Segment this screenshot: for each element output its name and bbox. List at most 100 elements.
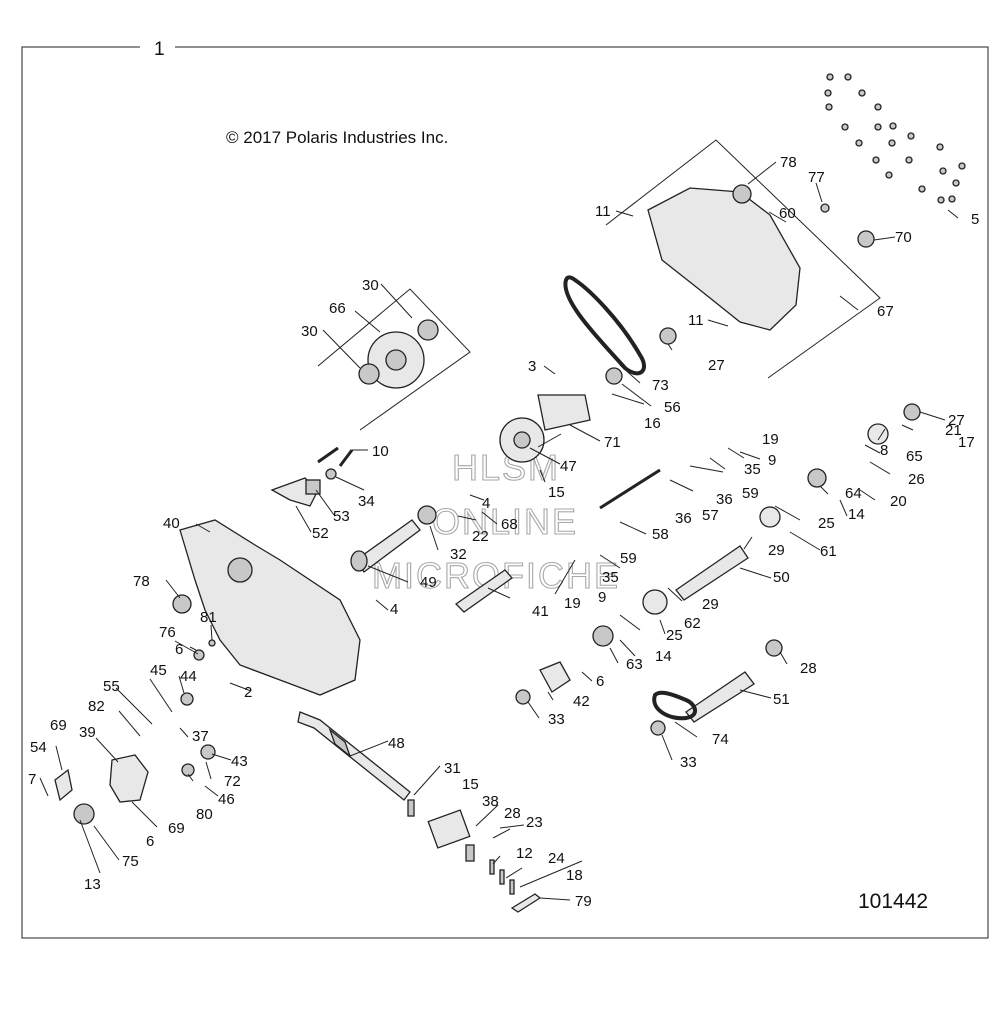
callout-38: 38 [482, 793, 499, 810]
group-outline-67 [605, 139, 881, 379]
callout-57: 57 [702, 507, 719, 524]
callout-27b: 27 [948, 412, 965, 429]
bearing-32 [417, 505, 437, 525]
callout-33b: 33 [680, 754, 697, 771]
housing-cover [647, 187, 801, 331]
callout-71: 71 [604, 434, 621, 451]
callout-36b: 36 [675, 510, 692, 527]
callout-41: 41 [532, 603, 549, 620]
callout-13: 13 [84, 876, 101, 893]
callout-80: 80 [196, 806, 213, 823]
main-case [179, 519, 361, 696]
callout-47: 47 [560, 458, 577, 475]
callout-9a: 9 [768, 452, 776, 469]
callout-54: 54 [30, 739, 47, 756]
callout-16: 16 [644, 415, 661, 432]
sensor-76 [193, 649, 205, 661]
callout-65: 65 [906, 448, 923, 465]
copyright-text: © 2017 Polaris Industries Inc. [226, 128, 448, 147]
countershaft [675, 545, 749, 601]
callout-68: 68 [501, 516, 518, 533]
bearing-27a [659, 327, 677, 345]
bearing-27b [903, 403, 921, 421]
callout-43: 43 [231, 753, 248, 770]
callout-59b: 59 [620, 550, 637, 567]
callout-74: 74 [712, 731, 729, 748]
bolt-cluster [824, 73, 966, 204]
callout-77: 77 [808, 169, 825, 186]
callout-45: 45 [150, 662, 167, 679]
output-shaft [297, 711, 411, 801]
callout-6c: 6 [146, 833, 154, 850]
bolt-10 [338, 449, 354, 467]
callout-69a: 69 [50, 717, 67, 734]
sheet-number: 1 [154, 39, 165, 60]
callout-64: 64 [845, 485, 862, 502]
oring-81 [208, 639, 216, 647]
callout-52: 52 [312, 525, 329, 542]
bearing-28 [765, 639, 783, 657]
gear-61 [759, 506, 781, 528]
callout-33a: 33 [548, 711, 565, 728]
callout-9b: 9 [598, 589, 606, 606]
bearing-30b [417, 319, 439, 341]
callout-15a: 15 [462, 776, 479, 793]
callout-20: 20 [890, 493, 907, 510]
callout-46: 46 [218, 791, 235, 808]
washer-80 [181, 763, 195, 777]
callout-25b: 25 [818, 515, 835, 532]
bearing-30a [358, 363, 380, 385]
callout-78b: 78 [780, 154, 797, 171]
callout-55: 55 [103, 678, 120, 695]
callout-50: 50 [773, 569, 790, 586]
bolt-10b [317, 446, 339, 464]
callout-35a: 35 [744, 461, 761, 478]
callout-28b: 28 [504, 805, 521, 822]
seal-70 [857, 230, 875, 248]
shift-fork-assembly [537, 394, 591, 431]
callout-36a: 36 [716, 491, 733, 508]
callout-19a: 19 [762, 431, 779, 448]
seal-33a [650, 720, 666, 736]
callout-58: 58 [652, 526, 669, 543]
callout-44: 44 [180, 668, 197, 685]
callout-23: 23 [526, 814, 543, 831]
shift-rod-41 [454, 569, 513, 613]
seal-78-left [172, 594, 192, 614]
callout-35b: 35 [602, 569, 619, 586]
output-shaft-51 [685, 671, 755, 723]
callout-82: 82 [88, 698, 105, 715]
gear-62 [642, 589, 668, 615]
callout-48: 48 [388, 735, 405, 752]
plug-77 [820, 203, 830, 213]
callout-21: 21 [945, 422, 962, 439]
callout-78a: 78 [133, 573, 150, 590]
shift-rail-58 [599, 468, 661, 510]
callout-7: 7 [28, 771, 36, 788]
case-bore [227, 557, 253, 583]
callout-39: 39 [79, 724, 96, 741]
sprocket-hub [513, 431, 531, 449]
callout-10: 10 [372, 443, 389, 460]
callout-81: 81 [200, 609, 217, 626]
callout-5: 5 [971, 211, 979, 228]
callout-30b: 30 [301, 323, 318, 340]
cap-44 [180, 692, 194, 706]
callout-60: 60 [779, 205, 796, 222]
diagram-id: 101442 [858, 890, 928, 913]
wheel-75 [73, 803, 95, 825]
callout-37: 37 [192, 728, 209, 745]
callout-49: 49 [420, 574, 437, 591]
group-outline-66 [317, 288, 471, 431]
callout-11b: 11 [688, 312, 704, 329]
callout-29b: 29 [702, 596, 719, 613]
callout-28a: 28 [800, 660, 817, 677]
callout-14a: 14 [655, 648, 672, 665]
bracket-42 [539, 661, 571, 693]
callout-15b: 15 [548, 484, 565, 501]
cap-43 [200, 744, 216, 760]
callout-3: 3 [528, 358, 536, 375]
callout-25a: 25 [666, 627, 683, 644]
callout-2: 2 [244, 684, 252, 701]
callout-26: 26 [908, 471, 925, 488]
